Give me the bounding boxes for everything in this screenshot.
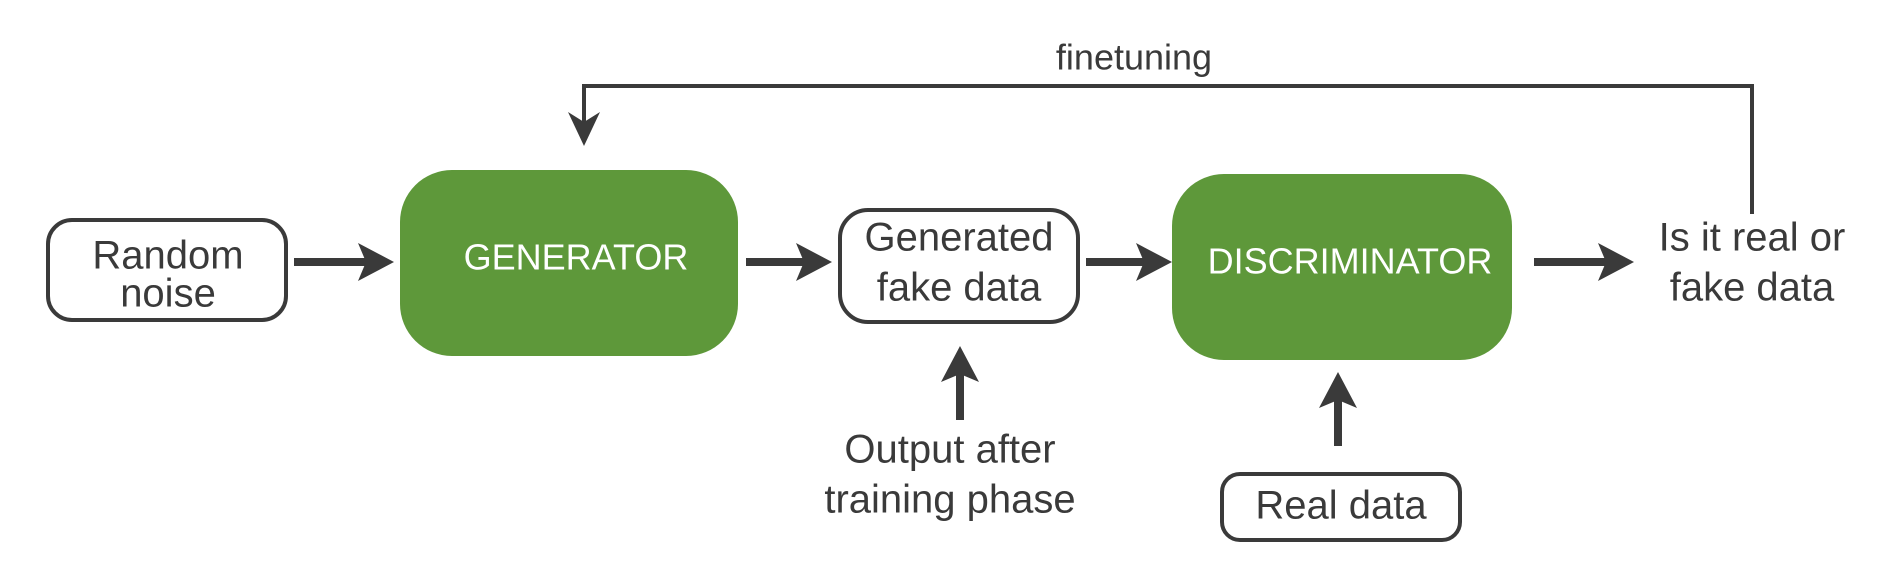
discriminator-box [1172,174,1512,360]
training-output-label-line2: training phase [824,478,1075,522]
real-data-label: Real data [1255,484,1427,528]
generated-fake-data-node: Generated fake data [838,208,1080,324]
finetuning-label: finetuning [1056,37,1212,78]
random-noise-label-line1: Random [92,234,243,278]
arrow-discriminator-to-output [1534,243,1634,281]
arrow-real-data-to-discriminator [1319,372,1357,446]
generator-node: GENERATOR [400,170,738,356]
arrow-generator-to-fake-data [746,243,832,281]
random-noise-node: Random noise [46,218,288,322]
finetuning-feedback-arrow: finetuning [568,37,1754,214]
arrow-fake-data-to-discriminator [1086,243,1172,281]
generated-fake-data-label-line1: Generated [864,216,1053,260]
real-data-node: Real data [1220,472,1462,542]
output-node: Is it real or fake data [1659,216,1846,310]
generator-box [400,170,738,356]
random-noise-box [46,218,288,322]
generated-fake-data-label-line2: fake data [877,266,1042,310]
arrow-training-output-to-fake-data [941,346,979,420]
output-label-line1: Is it real or [1659,216,1846,260]
generated-fake-data-box [838,208,1080,324]
training-output-node: Output after training phase [824,428,1075,522]
generator-label: GENERATOR [464,237,689,278]
arrow-noise-to-generator [294,243,394,281]
discriminator-node: DISCRIMINATOR [1172,174,1512,360]
output-label-line2: fake data [1670,266,1835,310]
discriminator-label: DISCRIMINATOR [1208,241,1493,282]
training-output-label-line1: Output after [844,428,1055,472]
real-data-box [1220,472,1462,542]
random-noise-label-line2: noise [120,272,216,316]
